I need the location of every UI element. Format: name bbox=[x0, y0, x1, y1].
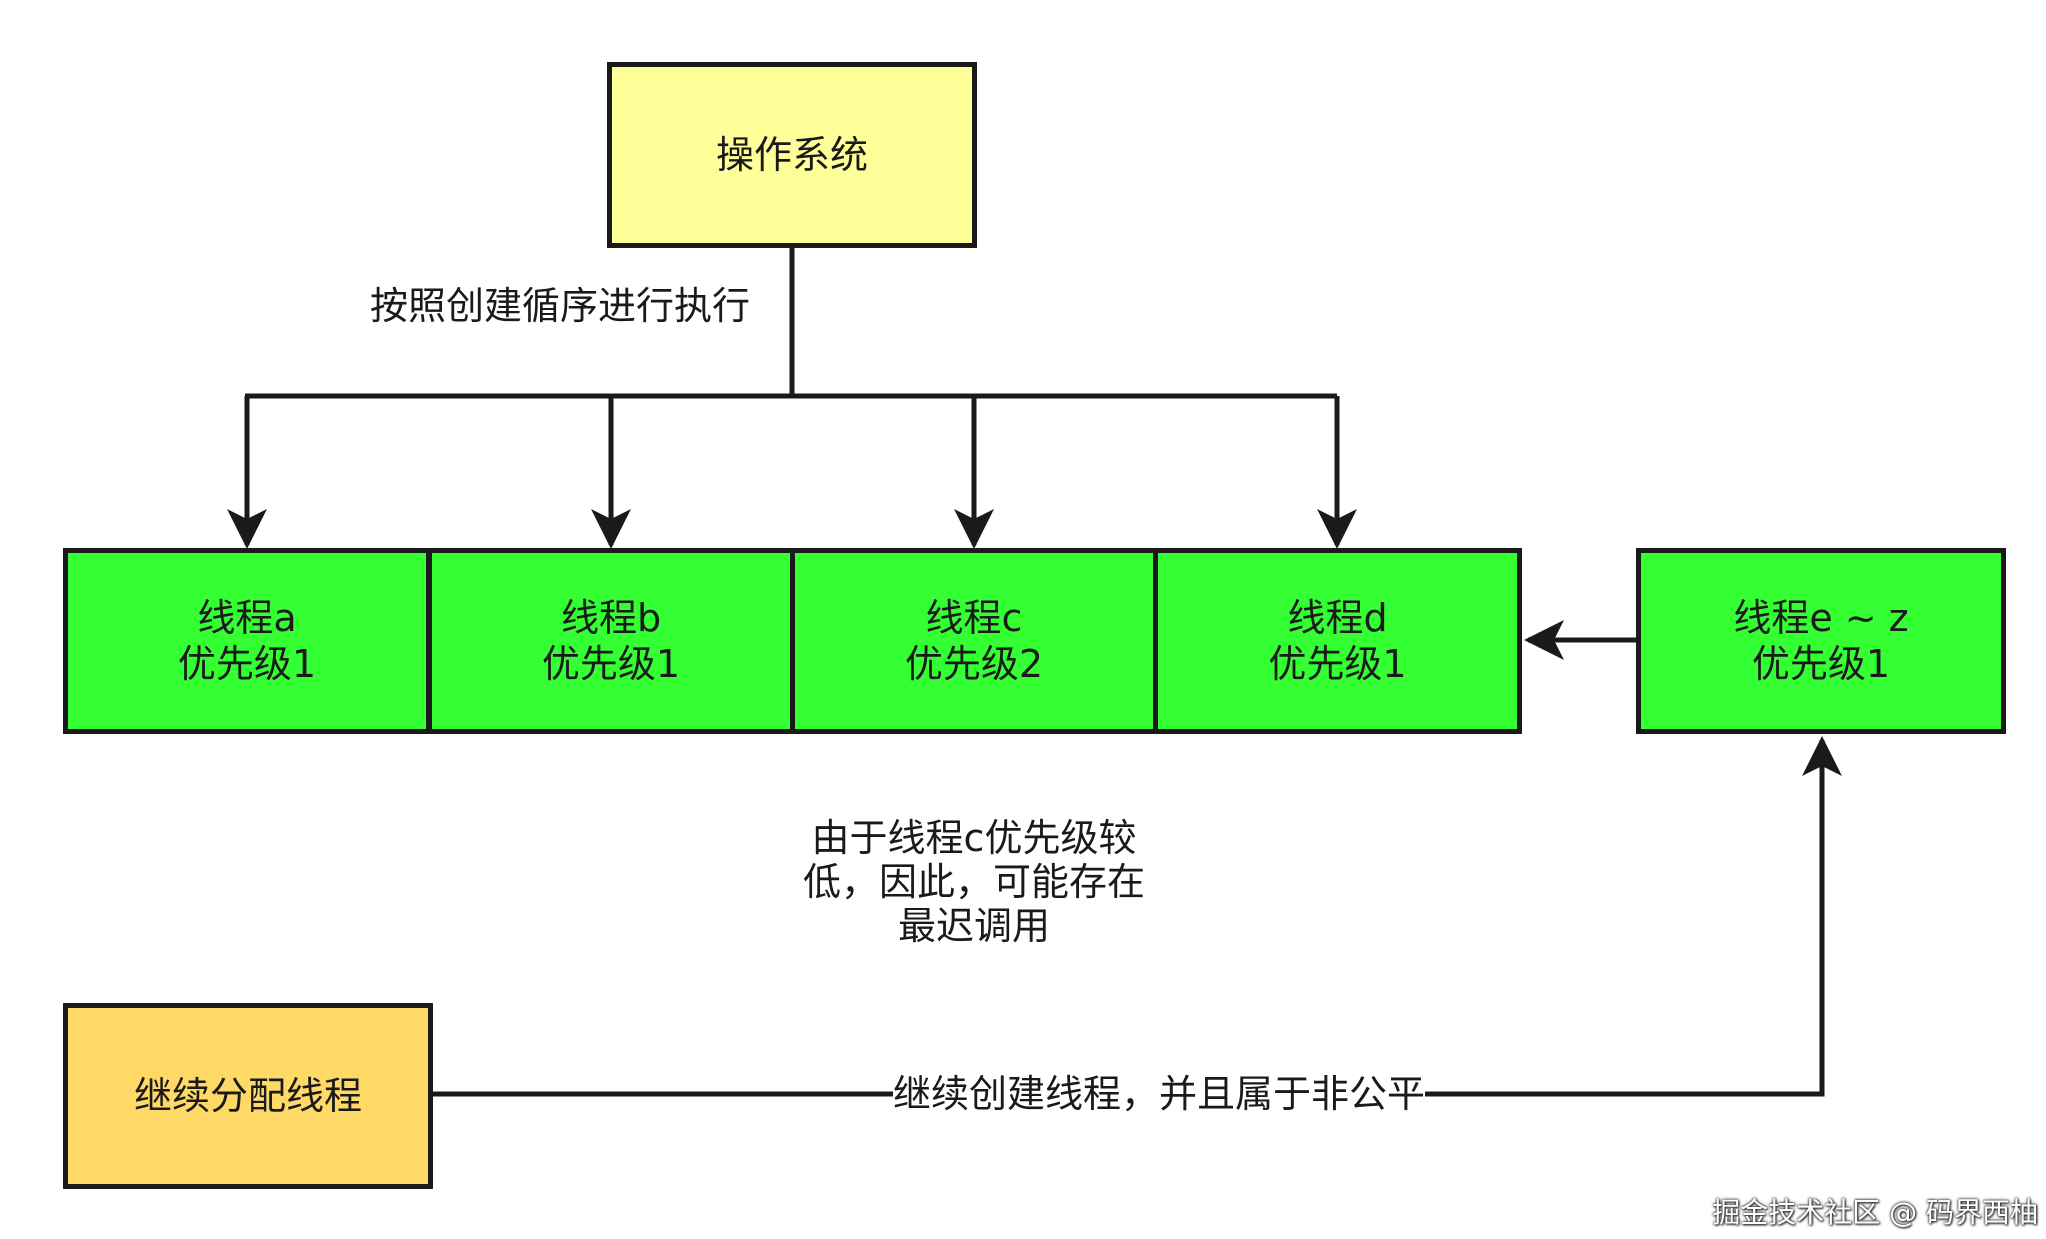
node-thread-c: 线程c 优先级2 bbox=[790, 548, 1158, 734]
node-continue-allocate: 继续分配线程 bbox=[63, 1003, 433, 1189]
node-thread-c-priority: 优先级2 bbox=[904, 642, 1044, 686]
note-line-1: 由于线程c优先级较 bbox=[811, 816, 1137, 860]
edge-label-execution-order: 按照创建循序进行执行 bbox=[370, 284, 751, 328]
node-thread-a-priority: 优先级1 bbox=[177, 642, 317, 686]
node-thread-a: 线程a 优先级1 bbox=[63, 548, 431, 734]
note-line-2: 低，因此，可能存在 bbox=[802, 860, 1145, 904]
node-operating-system-label: 操作系统 bbox=[715, 133, 868, 177]
node-thread-e-to-z: 线程e ~ z 优先级1 bbox=[1636, 548, 2006, 734]
note-thread-c-low-priority: 由于线程c优先级较 低，因此，可能存在 最迟调用 bbox=[790, 816, 1158, 948]
node-thread-d-name: 线程d bbox=[1287, 596, 1388, 640]
node-thread-d-priority: 优先级1 bbox=[1268, 642, 1407, 686]
node-thread-b-name: 线程b bbox=[560, 596, 662, 640]
edge-label-non-fair: 继续创建线程，并且属于非公平 bbox=[893, 1072, 1426, 1116]
note-line-3: 最迟调用 bbox=[897, 904, 1050, 948]
node-thread-d: 线程d 优先级1 bbox=[1153, 548, 1522, 734]
node-thread-e-to-z-priority: 优先级1 bbox=[1751, 642, 1891, 686]
node-thread-b-priority: 优先级1 bbox=[541, 642, 681, 686]
node-thread-a-name: 线程a bbox=[197, 596, 297, 640]
node-continue-allocate-label: 继续分配线程 bbox=[133, 1074, 362, 1118]
node-thread-c-name: 线程c bbox=[925, 596, 1023, 640]
node-thread-b: 线程b 优先级1 bbox=[427, 548, 795, 734]
watermark: 掘金技术社区 @ 码界西柚 bbox=[1712, 1196, 2038, 1229]
node-operating-system: 操作系统 bbox=[607, 62, 977, 248]
node-thread-e-to-z-name: 线程e ~ z bbox=[1733, 596, 1909, 640]
